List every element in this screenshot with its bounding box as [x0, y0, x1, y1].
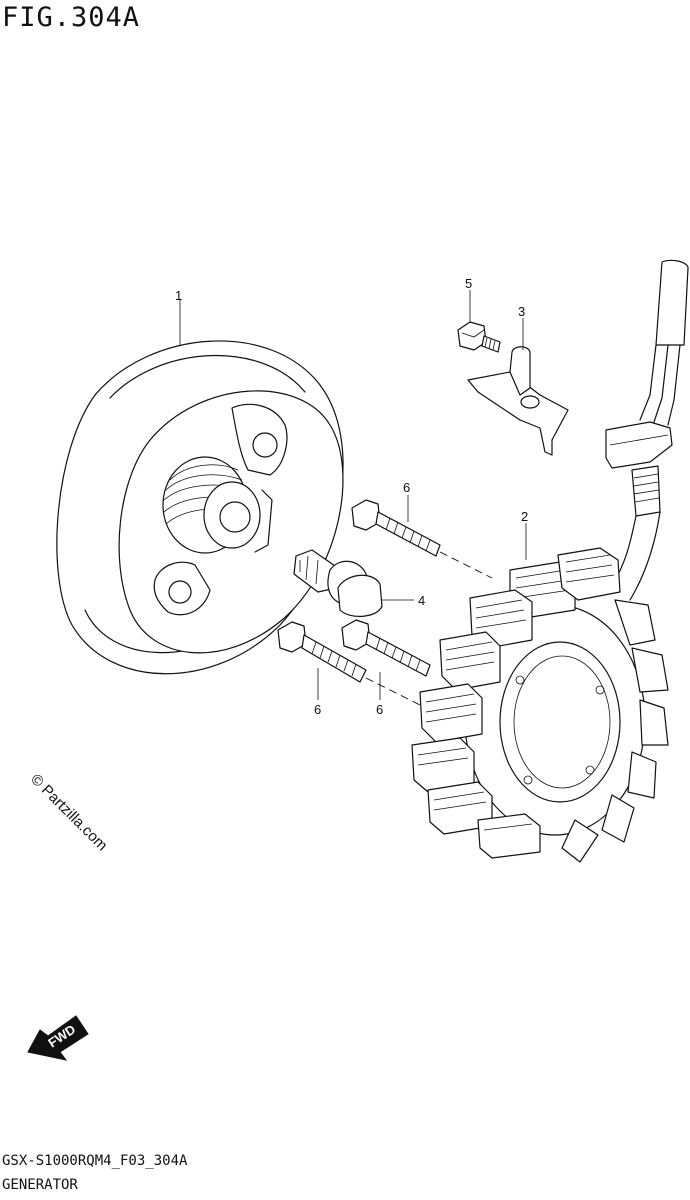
rotor-flywheel[interactable] [56, 340, 344, 675]
bolt-5[interactable] [457, 321, 501, 353]
forward-arrow-icon: FWD [27, 1015, 89, 1061]
rotor-bolt-4[interactable] [293, 549, 383, 617]
callout-4: 4 [418, 593, 425, 608]
bolt-6-middle[interactable] [341, 619, 431, 677]
bolt-6-upper[interactable] [351, 499, 441, 557]
callout-5: 5 [465, 276, 472, 291]
callout-6-middle: 6 [376, 702, 383, 717]
stator-coil[interactable] [411, 547, 669, 863]
callout-3: 3 [518, 304, 525, 319]
callout-1: 1 [175, 288, 182, 303]
figure-code: GSX-S1000RQM4_F03_304A [2, 1153, 188, 1169]
figure-title: FIG.304A [2, 2, 141, 33]
wire-clamp-bracket-3[interactable] [467, 346, 569, 456]
callout-6-upper: 6 [403, 480, 410, 495]
callout-2: 2 [521, 509, 528, 524]
callout-6-lower: 6 [314, 702, 321, 717]
watermark: © Partzilla.com [27, 771, 110, 854]
wiring-harness[interactable] [605, 259, 689, 601]
bolt-6-lower[interactable] [277, 621, 367, 683]
figure-name: GENERATOR [2, 1177, 78, 1193]
